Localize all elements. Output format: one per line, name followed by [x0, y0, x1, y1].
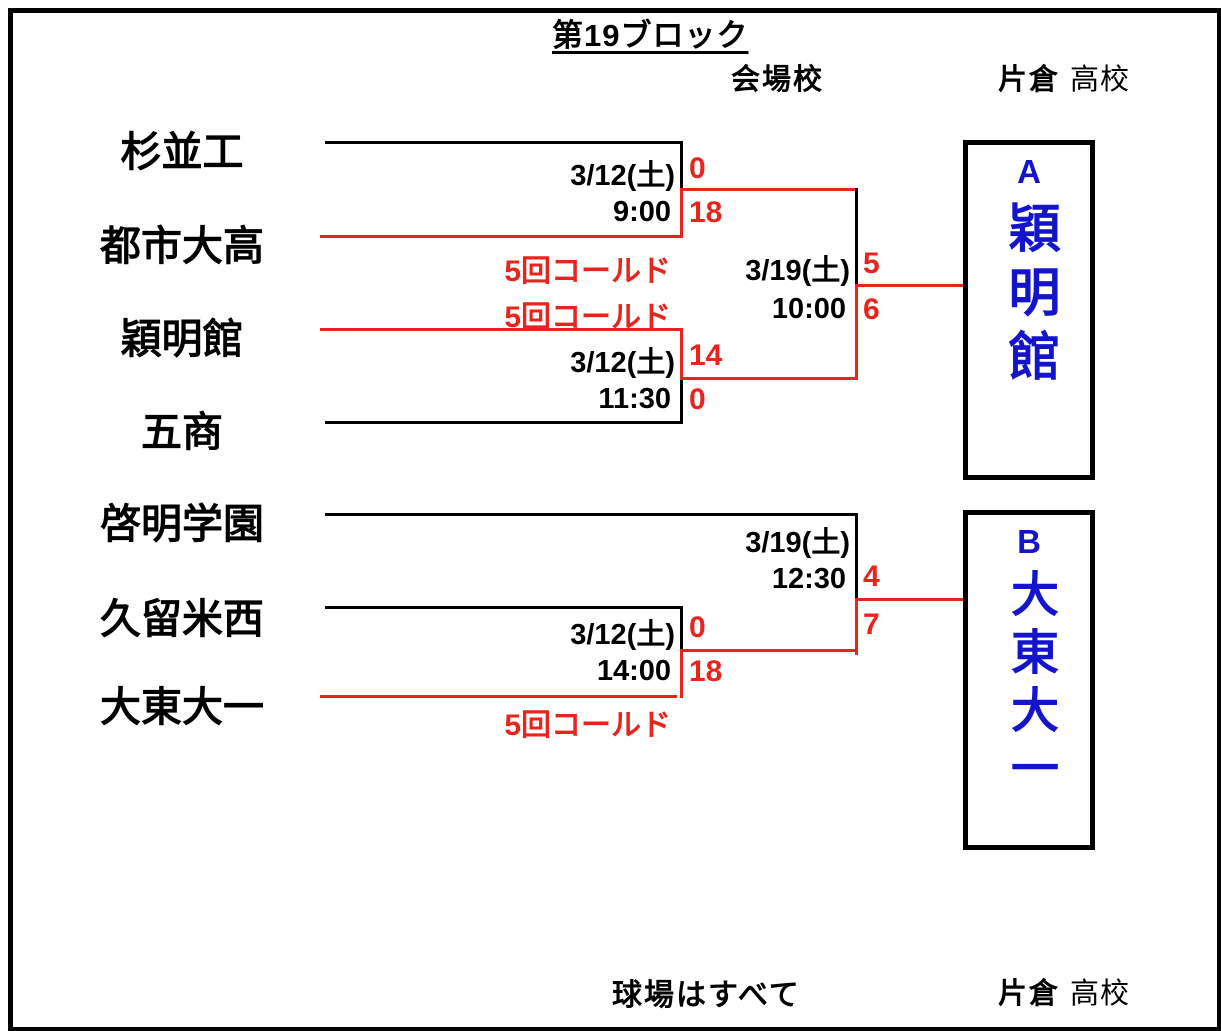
winner-path-line [855, 598, 965, 601]
venue-school-suffix: 高校 [1070, 978, 1131, 1010]
match2-date: 3/12(土) [570, 347, 675, 379]
winner-path-line [680, 649, 858, 652]
connector-line [680, 141, 683, 191]
semifinal-b-date: 3/19(土) [745, 527, 850, 559]
winner-path-line [680, 328, 683, 380]
match1-score-top: 0 [689, 152, 706, 185]
venue-school-name: 片倉 [998, 978, 1061, 1010]
winner-box-a: A 穎明館 [963, 140, 1095, 480]
venue-school-suffix: 高校 [1070, 64, 1131, 96]
semifinal-b-score-top: 4 [863, 560, 880, 593]
team-line [325, 141, 682, 144]
match1-note: 5回コールド [504, 255, 671, 288]
winner-path-line [680, 188, 858, 191]
match2-time: 11:30 [598, 383, 671, 415]
match3-date: 3/12(土) [570, 619, 675, 651]
winner-path-line [680, 188, 683, 238]
semifinal-a-score-bottom: 6 [863, 293, 880, 326]
venue-school-bottom: 片倉高校 [998, 970, 1130, 1012]
winner-path-line [855, 284, 858, 380]
match3-score-bottom: 18 [689, 655, 723, 688]
connector-line [680, 606, 683, 652]
winner-path-line [680, 377, 858, 380]
match3-note: 5回コールド [504, 709, 671, 742]
team-label-kurumenishi: 久留米西 [100, 596, 264, 642]
match3-time: 14:00 [596, 655, 671, 687]
team-line [325, 421, 682, 424]
team-line [325, 513, 857, 516]
team-label-suginamiko: 杉並工 [120, 129, 244, 175]
semifinal-a-score-top: 5 [863, 247, 880, 280]
match2-score-bottom: 0 [689, 383, 706, 416]
page-title: 第19ブロック [552, 18, 749, 53]
match2-score-top: 14 [689, 339, 723, 372]
team-label-toshidaiko: 都市大高 [100, 223, 264, 269]
match1-time: 9:00 [612, 196, 671, 228]
winner-path-line [855, 284, 965, 287]
bracket-b-winner: 大東大一 [1003, 569, 1056, 801]
team-label-keimeigakuen: 啓明学園 [100, 501, 264, 547]
team-label-gosho: 五商 [141, 409, 223, 455]
team-label-eimeikan: 穎明館 [120, 316, 244, 362]
footer-note: 球場はすべて [612, 979, 801, 1012]
semifinal-a-date: 3/19(土) [745, 255, 850, 287]
venue-label: 会場校 [731, 64, 825, 96]
connector-line [855, 188, 858, 284]
winner-path-line [320, 235, 682, 238]
connector-line [680, 379, 683, 424]
winner-path-line [320, 695, 677, 698]
semifinal-a-time: 10:00 [771, 293, 846, 325]
bracket-a-winner: 穎明館 [1000, 201, 1058, 393]
winner-box-b: B 大東大一 [963, 510, 1095, 850]
team-line [325, 606, 682, 609]
venue-school-name: 片倉 [998, 64, 1061, 96]
winner-path-line [855, 598, 858, 655]
match2-note: 5回コールド [504, 301, 671, 334]
winner-path-line [680, 649, 683, 698]
match1-date: 3/12(土) [570, 160, 675, 192]
team-label-daitodaiichi: 大東大一 [100, 684, 264, 730]
winner-path-line [320, 328, 682, 331]
venue-school-top: 片倉高校 [998, 56, 1130, 98]
semifinal-b-time: 12:30 [771, 563, 846, 595]
semifinal-b-score-bottom: 7 [863, 608, 880, 641]
connector-line [855, 513, 858, 601]
match3-score-top: 0 [689, 611, 706, 644]
bracket-b-label: B [1017, 523, 1041, 560]
bracket-a-label: A [1017, 153, 1041, 190]
border-frame [8, 8, 1221, 1031]
match1-score-bottom: 18 [689, 196, 723, 229]
